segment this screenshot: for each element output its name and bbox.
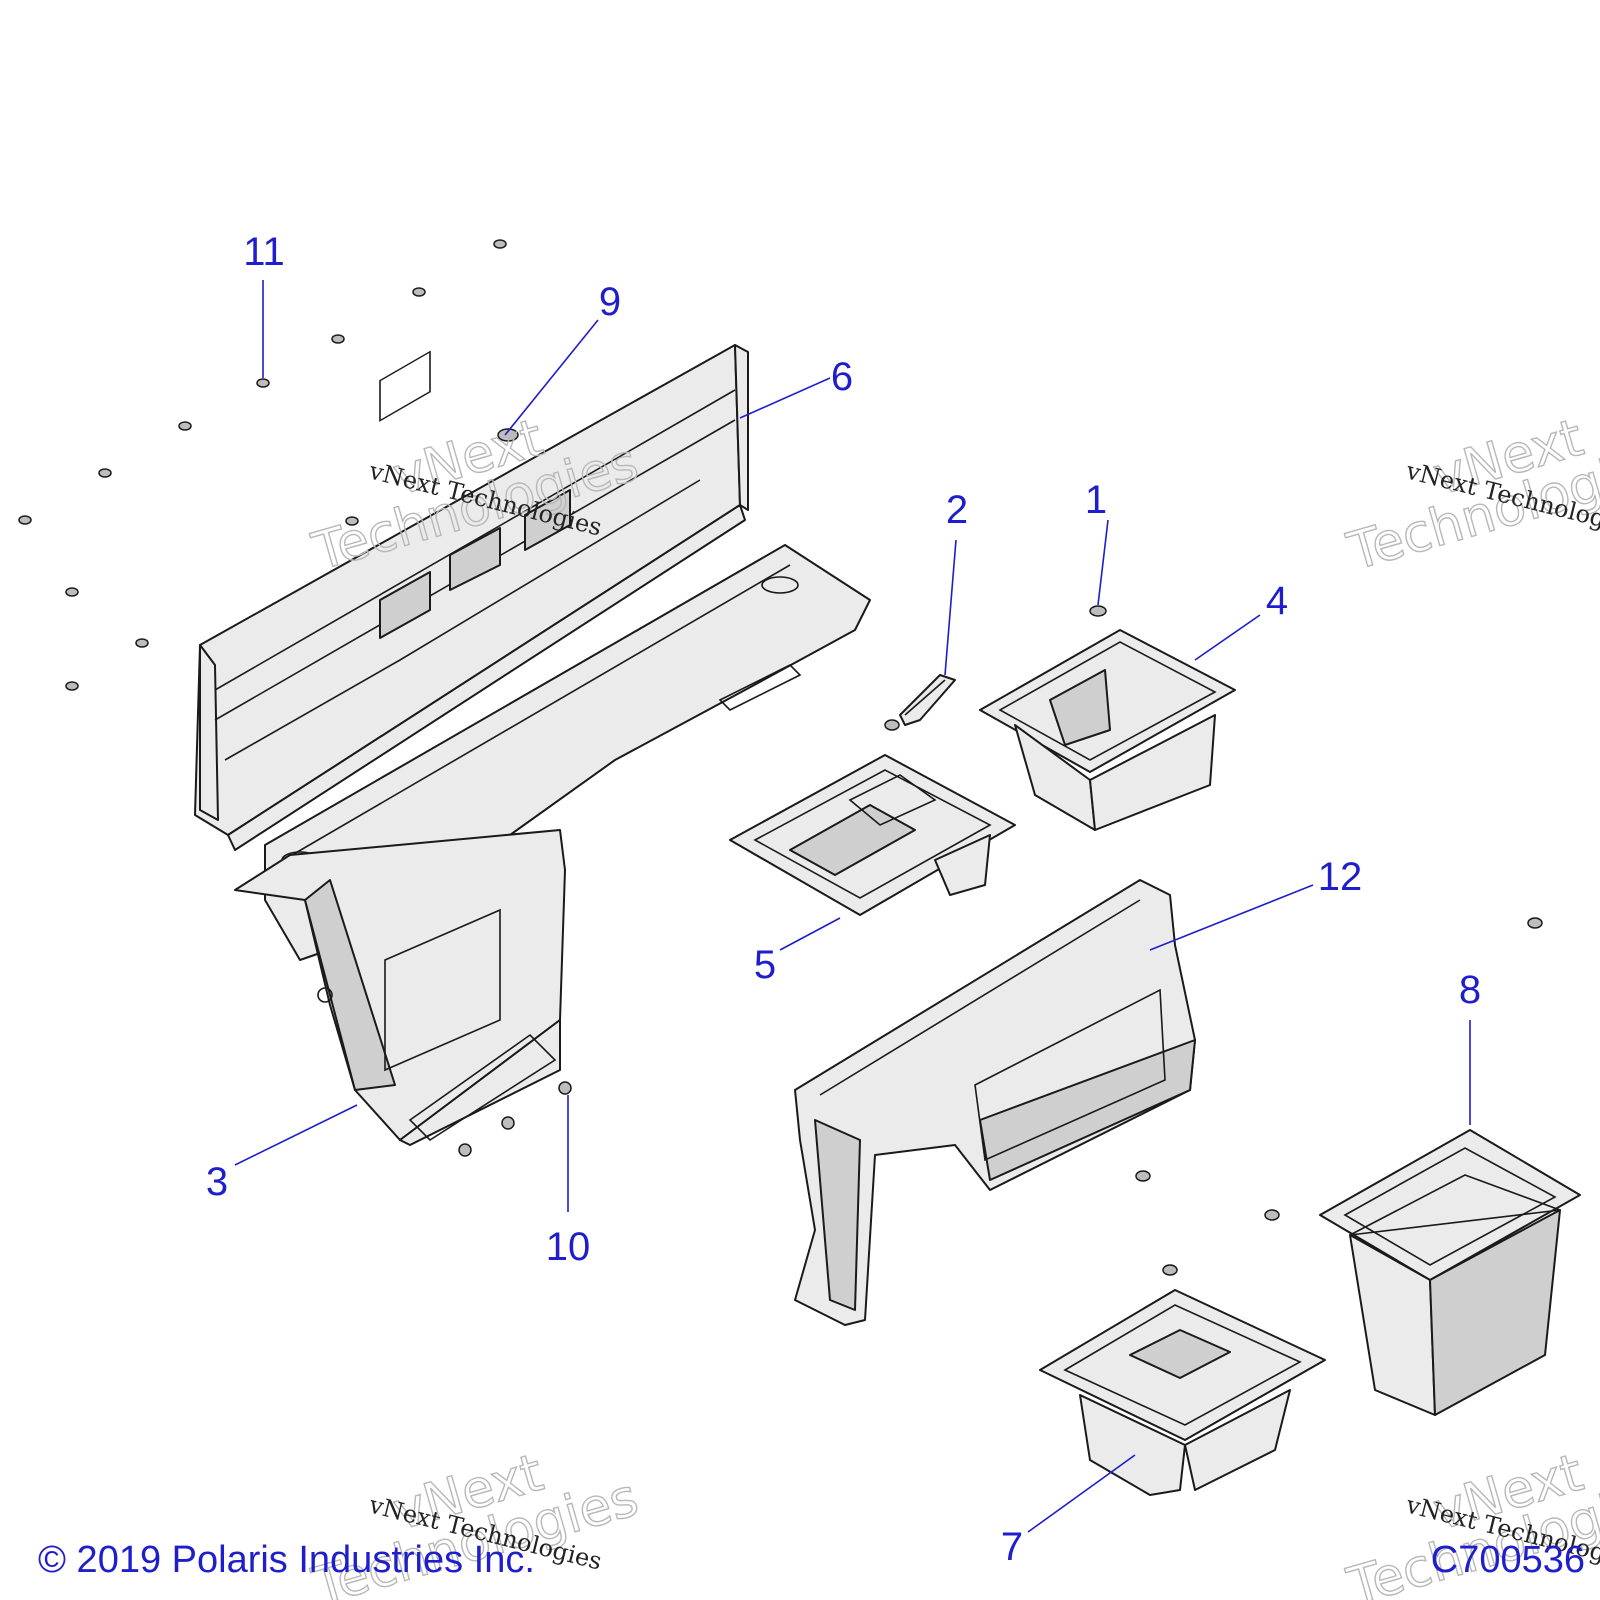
callout-6: 6 <box>831 355 853 399</box>
callout-10: 10 <box>546 1225 591 1269</box>
leader-9 <box>504 319 599 436</box>
part-4-upper-bin <box>979 629 1236 831</box>
fastener <box>501 1116 515 1130</box>
leader-7 <box>1027 1454 1136 1533</box>
part-7-lower-tray <box>1039 1289 1326 1496</box>
leader-12 <box>1149 884 1314 951</box>
fastener <box>1089 605 1107 617</box>
fastener <box>345 516 359 526</box>
part-2-bracket <box>899 674 956 726</box>
fastener <box>1527 917 1543 929</box>
callouts: 1 2 3 4 5 6 7 8 9 10 11 12 <box>206 230 1481 1569</box>
leader-3 <box>234 1104 358 1166</box>
fastener <box>497 428 519 442</box>
fastener <box>884 719 900 731</box>
callout-2: 2 <box>946 488 968 532</box>
fastener <box>135 638 149 648</box>
callout-12: 12 <box>1318 855 1363 899</box>
fastener <box>558 1081 572 1095</box>
leader-6 <box>739 377 831 419</box>
fastener <box>98 468 112 478</box>
callout-4: 4 <box>1266 579 1288 623</box>
callout-7: 7 <box>1001 1525 1023 1569</box>
part-3-left-bin <box>234 829 566 1146</box>
fastener <box>412 287 426 297</box>
fastener <box>331 334 345 344</box>
part-5-middle-tray <box>729 754 1016 916</box>
fastener <box>65 587 79 597</box>
fastener <box>18 515 32 525</box>
fastener <box>493 239 507 249</box>
callout-11: 11 <box>243 230 285 274</box>
callout-9: 9 <box>599 280 621 324</box>
watermark-top-right: vNext Technologies vNext Technologies <box>1340 407 1600 583</box>
callout-8: 8 <box>1459 968 1481 1012</box>
copyright-notice: © 2019 Polaris Industries Inc. <box>38 1539 535 1581</box>
part-8-tall-bin <box>1319 1129 1581 1416</box>
part-12-right-bin <box>794 879 1196 1326</box>
fastener <box>1162 1264 1178 1276</box>
leader-2 <box>944 539 957 676</box>
fastener <box>458 1143 472 1157</box>
part-6-rear-panel <box>194 344 749 851</box>
fastener <box>1264 1209 1280 1221</box>
diagram-code: C700536 <box>1431 1539 1585 1581</box>
fastener <box>1135 1170 1151 1182</box>
leader-4 <box>1194 614 1261 661</box>
callout-1: 1 <box>1085 478 1107 522</box>
fastener <box>178 421 192 431</box>
leader-lines <box>234 280 1471 1533</box>
leader-5 <box>779 917 841 951</box>
fasteners <box>18 239 1543 1276</box>
callout-3: 3 <box>206 1160 228 1204</box>
fastener <box>65 681 79 691</box>
callout-5: 5 <box>754 943 776 987</box>
fastener <box>256 378 270 388</box>
leader-1 <box>1097 519 1109 606</box>
